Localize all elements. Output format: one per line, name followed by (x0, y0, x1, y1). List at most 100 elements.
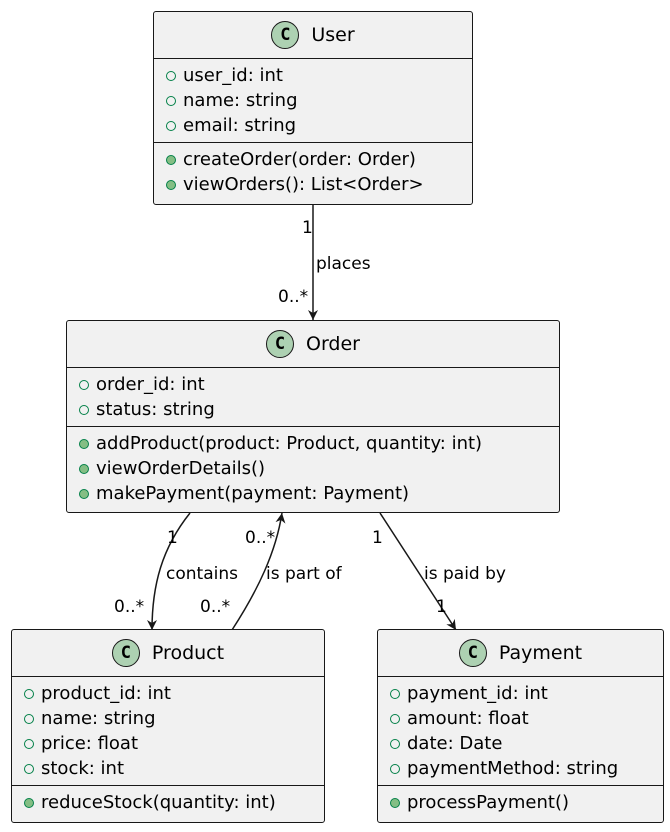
public-attribute-icon (24, 713, 34, 724)
public-attribute-icon (79, 404, 89, 415)
public-operation-icon (79, 488, 89, 499)
relation-contains[interactable]: contains 1 0..* (114, 512, 238, 631)
operation-row: processPayment() (378, 790, 663, 815)
attribute-text: price: float (41, 733, 139, 754)
public-operation-icon (166, 154, 176, 165)
class-order[interactable]: C Order order_id: int status: string add… (66, 320, 560, 513)
class-payment-header: C Payment (378, 630, 663, 677)
operation-row: reduceStock(quantity: int) (12, 790, 324, 815)
public-attribute-icon (166, 95, 176, 106)
attribute-text: email: string (183, 115, 297, 136)
class-user-attributes: user_id: int name: string email: string (154, 59, 472, 142)
public-operation-icon (390, 797, 400, 808)
attribute-row: email: string (154, 113, 472, 138)
attribute-text: payment_id: int (407, 683, 548, 704)
relation-places[interactable]: places 1 0..* (278, 205, 371, 320)
public-attribute-icon (24, 738, 34, 749)
attribute-text: name: string (41, 708, 156, 729)
class-user-name: User (311, 24, 355, 46)
public-attribute-icon (24, 688, 34, 699)
attribute-row: name: string (154, 88, 472, 113)
attribute-text: order_id: int (96, 374, 205, 395)
attribute-row: stock: int (12, 756, 324, 781)
attribute-text: product_id: int (41, 683, 171, 704)
attribute-row: payment_id: int (378, 681, 663, 706)
class-payment-name: Payment (498, 642, 583, 664)
public-attribute-icon (390, 713, 400, 724)
operation-row: viewOrders(): List<Order> (154, 172, 472, 197)
relation-is-paid-by-target-mult: 1 (436, 597, 447, 617)
operation-row: makePayment(payment: Payment) (67, 481, 559, 506)
relation-is-part-of-label: is part of (266, 564, 343, 584)
public-attribute-icon (390, 688, 400, 699)
class-user[interactable]: C User user_id: int name: string email: … (153, 11, 473, 205)
public-attribute-icon (24, 763, 34, 774)
attribute-row: order_id: int (67, 372, 559, 397)
class-product-operations: reduceStock(quantity: int) (12, 785, 324, 819)
relation-contains-label: contains (166, 564, 238, 584)
class-product-name: Product (151, 642, 225, 664)
operation-row: viewOrderDetails() (67, 456, 559, 481)
relation-is-paid-by[interactable]: is paid by 1 1 (372, 512, 506, 631)
public-operation-icon (24, 797, 34, 808)
operation-row: addProduct(product: Product, quantity: i… (67, 431, 559, 456)
relation-places-target-mult: 0..* (278, 287, 308, 307)
attribute-row: user_id: int (154, 63, 472, 88)
public-attribute-icon (390, 763, 400, 774)
relation-contains-source-mult: 1 (167, 528, 178, 548)
attribute-row: name: string (12, 706, 324, 731)
attribute-text: name: string (183, 90, 298, 111)
class-payment[interactable]: C Payment payment_id: int amount: float … (377, 629, 664, 823)
public-attribute-icon (166, 120, 176, 131)
operation-text: viewOrders(): List<Order> (183, 174, 424, 195)
public-operation-icon (166, 179, 176, 190)
attribute-row: price: float (12, 731, 324, 756)
class-icon: C (111, 639, 140, 667)
attribute-text: status: string (96, 399, 215, 420)
class-order-operations: addProduct(product: Product, quantity: i… (67, 426, 559, 510)
operation-text: processPayment() (407, 792, 570, 813)
class-payment-operations: processPayment() (378, 785, 663, 819)
relation-is-paid-by-source-mult: 1 (372, 528, 383, 548)
relation-places-label: places (316, 254, 371, 274)
class-user-header: C User (154, 12, 472, 59)
public-attribute-icon (390, 738, 400, 749)
attribute-row: status: string (67, 397, 559, 422)
class-product-header: C Product (12, 630, 324, 677)
public-operation-icon (79, 463, 89, 474)
attribute-text: stock: int (41, 758, 125, 779)
operation-text: reduceStock(quantity: int) (41, 792, 276, 813)
attribute-text: user_id: int (183, 65, 283, 86)
class-user-operations: createOrder(order: Order) viewOrders(): … (154, 142, 472, 201)
operation-text: createOrder(order: Order) (183, 149, 416, 170)
attribute-row: paymentMethod: string (378, 756, 663, 781)
operation-text: makePayment(payment: Payment) (96, 483, 410, 504)
operation-row: createOrder(order: Order) (154, 147, 472, 172)
operation-text: addProduct(product: Product, quantity: i… (96, 433, 483, 454)
relation-places-source-mult: 1 (302, 218, 313, 238)
operation-text: viewOrderDetails() (96, 458, 266, 479)
public-attribute-icon (79, 379, 89, 390)
relation-is-part-of-target-mult: 0..* (245, 528, 275, 548)
public-operation-icon (79, 438, 89, 449)
relation-contains-target-mult: 0..* (114, 597, 144, 617)
class-product-attributes: product_id: int name: string price: floa… (12, 677, 324, 785)
attribute-row: product_id: int (12, 681, 324, 706)
relation-is-paid-by-label: is paid by (424, 564, 506, 584)
class-icon: C (266, 330, 294, 358)
class-order-header: C Order (67, 321, 559, 368)
public-attribute-icon (166, 70, 176, 81)
attribute-row: amount: float (378, 706, 663, 731)
relation-is-part-of[interactable]: is part of 0..* 0..* (200, 512, 343, 631)
attribute-row: date: Date (378, 731, 663, 756)
attribute-text: paymentMethod: string (407, 758, 619, 779)
class-order-attributes: order_id: int status: string (67, 368, 559, 426)
class-icon: C (458, 639, 487, 667)
relation-is-part-of-source-mult: 0..* (200, 597, 230, 617)
class-product[interactable]: C Product product_id: int name: string p… (11, 629, 325, 823)
attribute-text: amount: float (407, 708, 529, 729)
class-order-name: Order (306, 333, 360, 355)
class-payment-attributes: payment_id: int amount: float date: Date… (378, 677, 663, 785)
class-icon: C (271, 21, 300, 49)
